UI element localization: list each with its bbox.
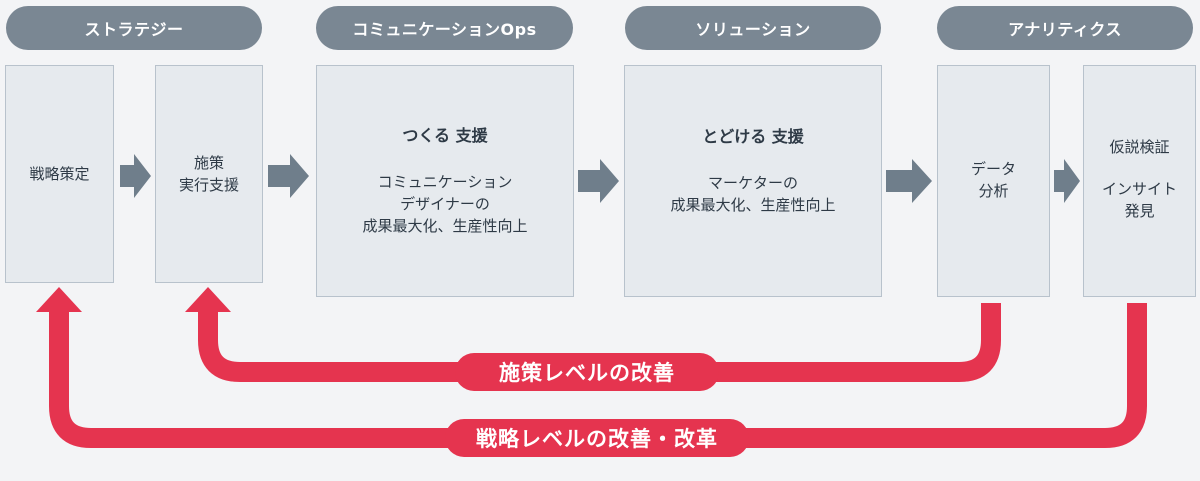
phase-analytics: アナリティクス <box>937 6 1193 50</box>
box-insight-text-2: インサイト <box>1101 180 1177 198</box>
box-make-text-3: 成果最大化、生産性向上 <box>362 217 528 235</box>
feedback-label-strategy: 戦略レベルの改善・改革 <box>445 419 749 457</box>
box-make-support: つくる 支援 コミュニケーション デザイナーの 成果最大化、生産性向上 <box>316 65 574 297</box>
box-data-text-2: 分析 <box>978 182 1009 200</box>
box-execution-text-1: 施策 <box>193 154 224 172</box>
phase-communication-ops: コミュニケーションOps <box>316 6 573 50</box>
phase-solution: ソリューション <box>625 6 881 50</box>
flow-arrow-3 <box>578 159 619 203</box>
box-deliver-text-2: 成果最大化、生産性向上 <box>670 196 836 214</box>
flow-arrow-2 <box>268 154 309 198</box>
phase-communication-ops-label: コミュニケーションOps <box>352 20 537 39</box>
feedback-arrowhead-strategy <box>36 287 82 312</box>
box-make-text-2: デザイナーの <box>400 195 490 213</box>
box-execution-text-2: 実行支援 <box>178 176 239 194</box>
flow-arrow-4 <box>886 159 932 203</box>
phase-analytics-label: アナリティクス <box>1008 20 1122 39</box>
box-insight-text-3: 発見 <box>1124 202 1155 220</box>
box-strategy-planning: 戦略策定 <box>5 65 114 283</box>
feedback-strategy-text: 戦略レベルの改善・改革 <box>476 427 718 451</box>
flow-arrow-5 <box>1054 159 1080 203</box>
box-deliver-title: とどける 支援 <box>702 127 804 146</box>
feedback-arrowhead-measure <box>185 287 231 312</box>
feedback-label-measure: 施策レベルの改善 <box>455 353 719 391</box>
feedback-measure-text: 施策レベルの改善 <box>499 361 675 385</box>
box-deliver-support: とどける 支援 マーケターの 成果最大化、生産性向上 <box>624 65 882 297</box>
box-data-text-1: データ <box>970 160 1016 178</box>
box-strategy-text: 戦略策定 <box>29 165 90 183</box>
phase-strategy: ストラテジー <box>6 6 262 50</box>
phase-solution-label: ソリューション <box>695 20 811 39</box>
flow-arrow-1 <box>120 154 151 198</box>
phase-strategy-label: ストラテジー <box>84 20 184 39</box>
box-make-title: つくる 支援 <box>402 126 488 145</box>
box-data-analysis: データ 分析 <box>937 65 1050 297</box>
box-make-text-1: コミュニケーション <box>377 173 513 191</box>
box-deliver-text-1: マーケターの <box>707 174 798 192</box>
box-insight: 仮説検証 インサイト 発見 <box>1083 65 1196 297</box>
box-insight-text-1: 仮説検証 <box>1109 138 1170 156</box>
box-execution-support: 施策 実行支援 <box>155 65 263 283</box>
